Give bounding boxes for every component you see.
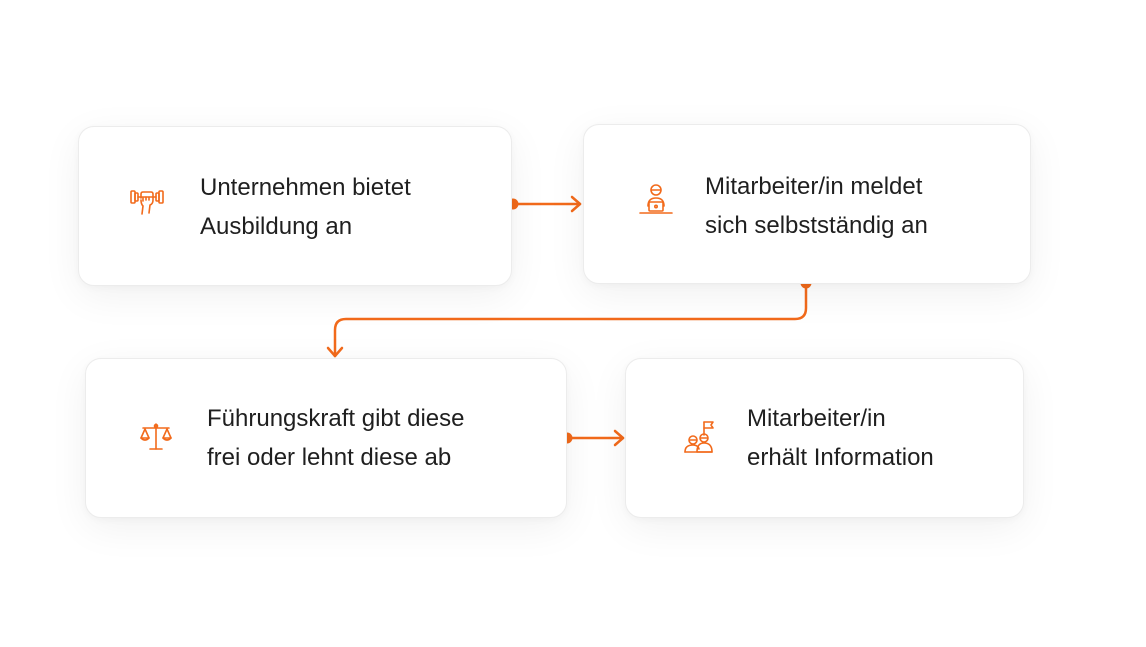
step-card-4: Mitarbeiter/in erhält Information xyxy=(625,358,1024,518)
step-card-3: Führungskraft gibt diese frei oder lehnt… xyxy=(85,358,567,518)
step-card-2: Mitarbeiter/in meldet sich selbstständig… xyxy=(583,124,1031,284)
step-label: Führungskraft gibt diese frei oder lehnt… xyxy=(207,405,465,471)
step-label: Unternehmen bietet Ausbildung an xyxy=(200,174,411,240)
arrow-step1-to-step2 xyxy=(507,195,582,213)
person-laptop-icon xyxy=(639,184,673,214)
arrow-step3-to-step4 xyxy=(561,429,625,447)
scale-balance-icon xyxy=(140,423,172,450)
step-label: Mitarbeiter/in meldet sich selbstständig… xyxy=(705,173,928,239)
step-label: Mitarbeiter/in erhält Information xyxy=(747,405,934,471)
step-card-1: Unternehmen bietet Ausbildung an xyxy=(78,126,512,286)
people-flag-icon xyxy=(684,421,714,453)
dumbbell-hand-icon xyxy=(130,190,164,215)
arrow-step2-to-step3 xyxy=(326,277,812,358)
